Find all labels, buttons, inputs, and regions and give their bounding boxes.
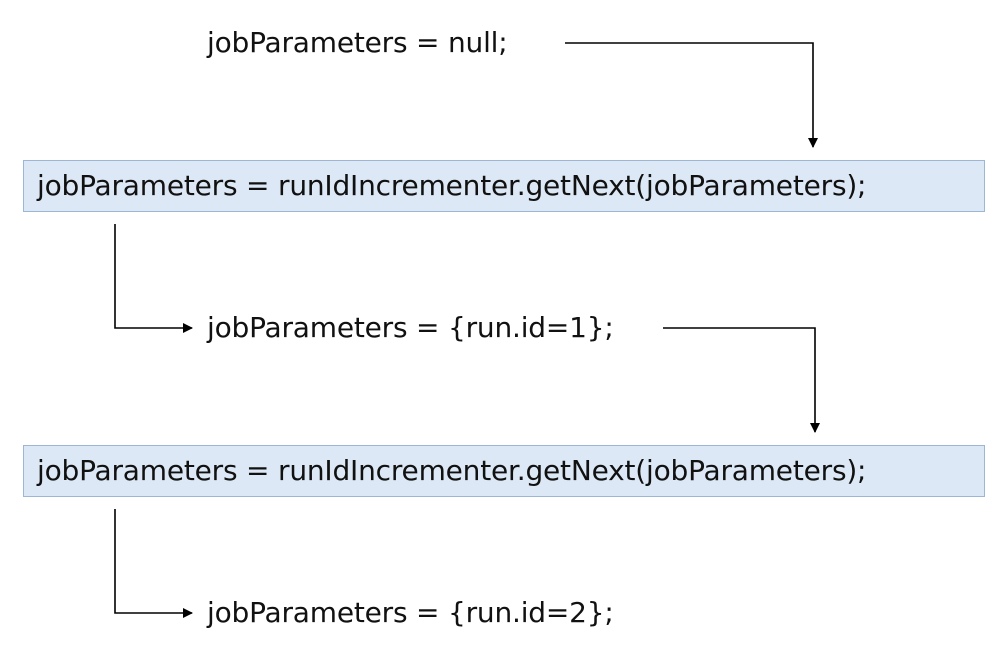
get-next-call-text-1: jobParameters = runIdIncrementer.getNext… xyxy=(37,169,867,202)
initial-assignment-null: jobParameters = null; xyxy=(207,26,508,59)
arrow-null-to-call-1 xyxy=(565,42,818,148)
arrow-run-id-1-to-call-2 xyxy=(663,327,820,433)
get-next-call-text-2: jobParameters = runIdIncrementer.getNext… xyxy=(37,454,867,487)
result-run-id-1: jobParameters = {run.id=1}; xyxy=(207,311,614,344)
result-run-id-2: jobParameters = {run.id=2}; xyxy=(207,596,614,629)
get-next-call-box-2: jobParameters = runIdIncrementer.getNext… xyxy=(23,445,985,497)
arrow-call-1-to-run-id-1 xyxy=(114,224,193,333)
get-next-call-box-1: jobParameters = runIdIncrementer.getNext… xyxy=(23,160,985,212)
arrow-call-2-to-run-id-2 xyxy=(114,509,193,618)
